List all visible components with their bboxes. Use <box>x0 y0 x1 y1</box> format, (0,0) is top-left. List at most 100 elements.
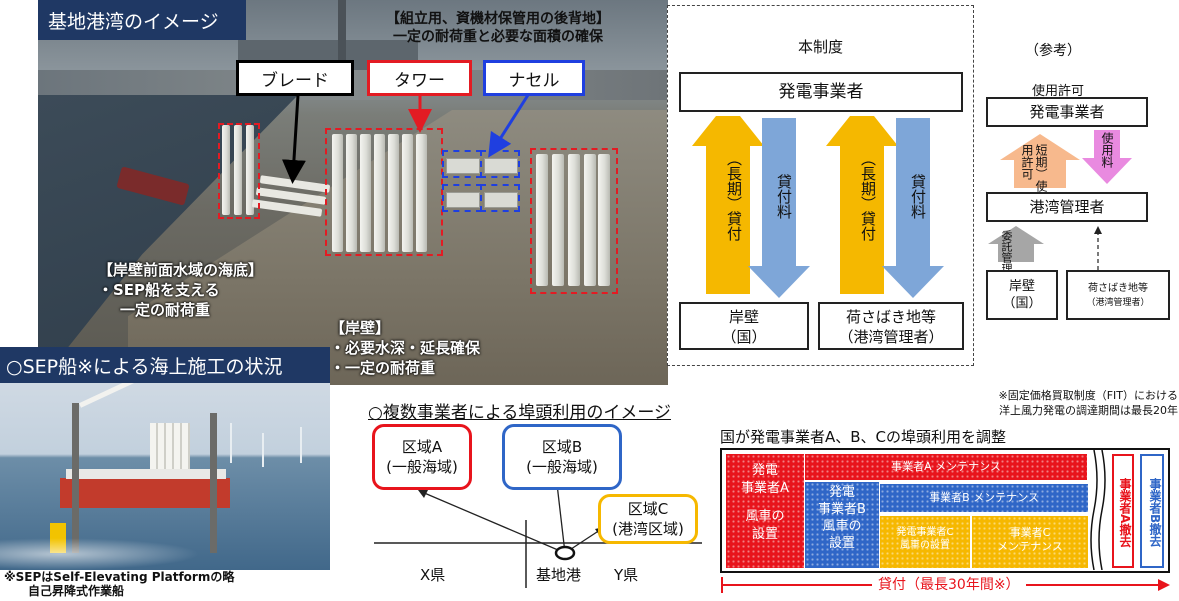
fit-note-line: 洋上風力発電の調達期間は最長20年 <box>999 404 1178 417</box>
maint-a-bar: 事業者A メンテナンス <box>805 454 1087 480</box>
distant-turbine <box>300 427 302 463</box>
install-b-line: 設置 <box>828 536 855 551</box>
base-port-marker <box>554 545 576 561</box>
reference-operator-box: 発電事業者 <box>986 97 1148 127</box>
distant-turbine <box>230 423 232 463</box>
wharf-title: ○複数事業者による埠頭利用のイメージ <box>368 403 671 423</box>
seabed-note-line: 一定の耐荷重 <box>120 301 211 319</box>
left-up-arrow <box>692 116 764 294</box>
nacelle-unit <box>484 192 518 208</box>
reference-quay-box: 岸壁 （国） <box>986 270 1058 320</box>
chimney <box>338 0 346 60</box>
ref-cargo-line: （港湾管理者） <box>1086 298 1150 308</box>
region-c: 区域C (港湾区域) <box>598 494 698 544</box>
install-b-line: 風車の <box>822 519 862 534</box>
jackup-leg <box>210 413 217 553</box>
ref-quay-line: （国） <box>1002 296 1042 311</box>
seabed-note: 【岸壁前面水域の海底】 ・SEP船を支える 一定の耐荷重 <box>98 260 263 320</box>
maint-c-line: 事業者C <box>1009 526 1051 539</box>
install-a-line: 発電 <box>751 463 778 478</box>
jackup-leg <box>72 403 79 553</box>
left-up-arrow-label: （長期）貸付 <box>725 151 743 241</box>
system-title: 本制度 <box>797 38 843 56</box>
system-quay-box: 岸壁 （国） <box>679 302 809 350</box>
base-port-label: 基地港 <box>536 566 582 584</box>
install-a-line: 事業者A <box>741 481 789 496</box>
tower-group-left <box>220 125 258 215</box>
region-b-line: (一般海域) <box>526 458 598 476</box>
reference-cargo-box: 荷さばき地等 （港湾管理者） <box>1066 270 1170 320</box>
short-term-permit-label: 短期）使用許可 <box>1020 144 1048 192</box>
fit-note-line: ※固定価格買取制度（FIT）における <box>998 389 1178 402</box>
system-cargo-box: 荷さばき地等 （港湾管理者） <box>818 302 964 350</box>
quay-box-line: 岸壁 <box>728 308 759 326</box>
prefecture-x: X県 <box>420 566 446 584</box>
seabed-note-line: 【岸壁前面水域の海底】 <box>98 261 264 279</box>
tower-group-centre <box>328 130 440 255</box>
reference-permit-label: 使用許可 <box>1032 84 1085 99</box>
region-a-line: 区域A <box>401 438 443 456</box>
maint-b-bar: 事業者B メンテナンス <box>880 484 1088 512</box>
fee-arrow <box>1082 130 1132 184</box>
right-down-arrow <box>882 118 944 298</box>
system-operator-box: 発電事業者 <box>679 72 963 112</box>
port-admin-box: 港湾管理者 <box>986 192 1148 222</box>
removal-a-box: 事業者A撤去 <box>1112 454 1134 568</box>
quay-note-line: ・一定の耐荷重 <box>330 359 436 377</box>
fee-label: 使用料 <box>1100 132 1114 168</box>
tower-sections-on-deck <box>150 423 190 469</box>
lease-label: 貸付（最長30年間※） <box>872 574 1026 594</box>
left-down-arrow <box>748 118 810 298</box>
ref-cargo-line: 荷さばき地等 <box>1088 283 1148 294</box>
tower-highlight-right <box>530 148 618 294</box>
crane-boom <box>78 383 190 408</box>
prefecture-y: Y県 <box>614 566 639 584</box>
region-a: 区域A (一般海域) <box>372 424 472 490</box>
time-break-marks <box>1090 450 1106 570</box>
sep-note: ※SEPはSelf-Elevating Platformの略 自己昇降式作業船 <box>4 570 334 598</box>
maint-c-block: 事業者C メンテナンス <box>972 516 1088 568</box>
region-c-line: 区域C <box>627 500 669 518</box>
nacelle-highlight <box>480 184 520 212</box>
install-a-block: 発電 事業者A 風車の 設置 <box>726 454 804 568</box>
quay-note-line: 【岸壁】 <box>330 319 391 337</box>
removal-b-box: 事業者B撤去 <box>1140 454 1164 568</box>
sep-section-header: ○SEP船※による海上施工の状況 <box>0 347 330 383</box>
install-a-line: 設置 <box>751 527 778 542</box>
blade-label: ブレード <box>236 60 354 96</box>
right-down-arrow-label: 貸付料 <box>909 174 927 219</box>
reference-diagram: （参考） 使用許可 発電事業者 短期）使用許可 使用料 港湾管理者 委託管理 岸… <box>980 40 1175 330</box>
backland-note-line: 【組立用、資機材保管用の後背地】 <box>386 11 610 27</box>
right-up-arrow-label: （長期）貸付 <box>859 151 877 241</box>
sep-vessel-photo <box>0 383 330 570</box>
label-pointer-arrows <box>281 94 530 184</box>
region-b: 区域B (一般海域) <box>502 424 622 490</box>
backland-note: 【組立用、資機材保管用の後背地】 一定の耐荷重と必要な面積の確保 <box>338 10 658 46</box>
seabed-note-line: ・SEP船を支える <box>98 281 220 299</box>
sep-note-line: 自己昇降式作業船 <box>28 584 125 598</box>
quay-note-line: ・必要水深・延長確保 <box>330 339 481 357</box>
tower-group-right <box>532 150 614 290</box>
short-term-permit-arrow <box>1000 134 1080 188</box>
fit-note: ※固定価格買取制度（FIT）における 洋上風力発電の調達期間は最長20年 <box>960 388 1178 418</box>
install-c-block: 発電事業者C 風車の設置 <box>880 516 970 568</box>
maint-c-line: メンテナンス <box>997 540 1063 553</box>
quay-box-line: （国） <box>721 328 767 346</box>
quay-note: 【岸壁】 ・必要水深・延長確保 ・一定の耐荷重 <box>330 318 480 378</box>
cargo-box-line: 荷さばき地等 <box>845 308 936 326</box>
nacelle-unit <box>484 158 518 174</box>
region-c-line: (港湾区域) <box>612 520 684 538</box>
distant-turbine <box>262 433 264 467</box>
wharf-usage-section: ○複数事業者による埠頭利用のイメージ ※固定価格買取制度（FIT）における 洋上… <box>352 388 1179 601</box>
reference-arrows <box>988 130 1132 270</box>
right-up-arrow <box>826 116 898 294</box>
tower-highlight-left <box>218 123 260 219</box>
system-arrows <box>692 116 944 298</box>
wake <box>0 538 200 570</box>
install-b-line: 発電 <box>828 485 855 500</box>
left-down-arrow-label: 貸付料 <box>775 174 793 219</box>
coordination-title: 国が発電事業者A、B、Cの埠頭利用を調整 <box>720 428 1007 446</box>
install-a-line: 風車の <box>745 509 785 524</box>
nacelle-unit <box>446 158 480 174</box>
port-photo: 基地港湾のイメージ 【組立用、資機材保管用の後背地】 一定の耐荷重と必要な面積の… <box>38 0 668 385</box>
